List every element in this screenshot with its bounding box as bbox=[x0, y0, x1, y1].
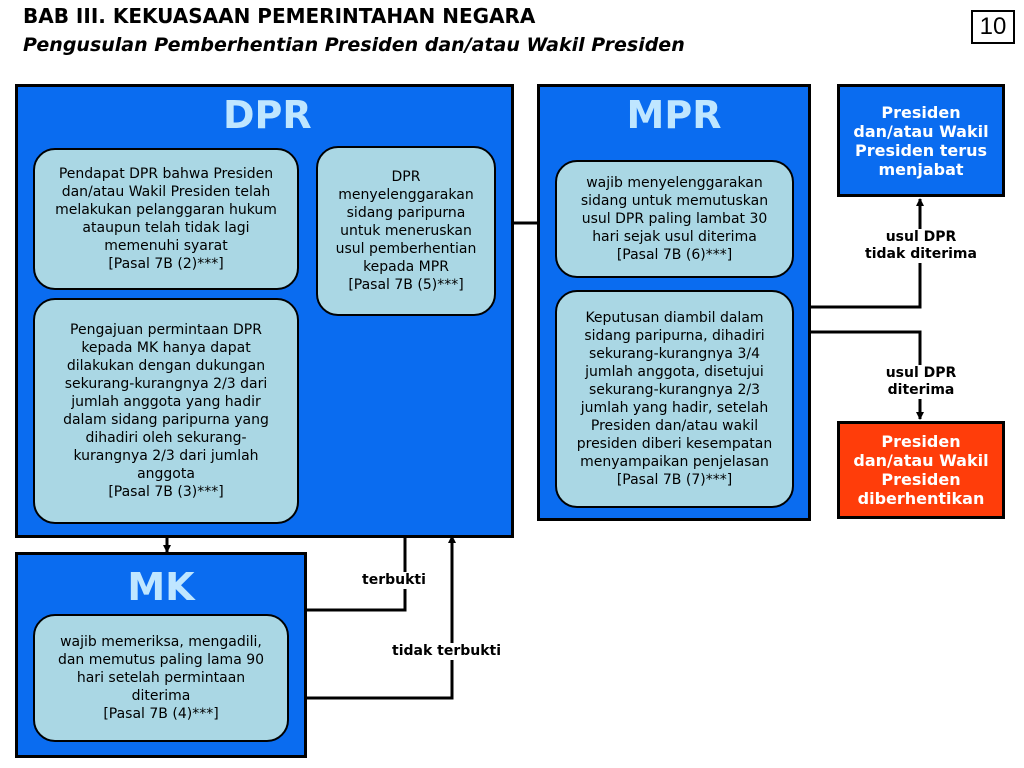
label-rejected-line: usul DPR bbox=[885, 229, 957, 245]
mpr-decision-line: menyampaikan penjelasan bbox=[580, 454, 769, 470]
dpr-opinion-line: dan/atau Wakil Presiden telah bbox=[61, 184, 271, 200]
mk-duty-box: wajib memeriksa, mengadili, dan memutus … bbox=[33, 614, 289, 742]
dpr-plenary-line: DPR bbox=[391, 169, 421, 185]
outcome-continue-line: dan/atau Wakil bbox=[853, 121, 989, 141]
outcome-continue-line: Presiden terus bbox=[854, 140, 988, 160]
dpr-submission-line: Pengajuan permintaan DPR bbox=[70, 322, 262, 338]
label-rejected-line: tidak diterima bbox=[865, 246, 977, 262]
dpr-plenary-box: DPR menyelenggarakan sidang paripurna un… bbox=[316, 146, 496, 316]
dpr-plenary-line: menyelenggarakan bbox=[338, 187, 474, 203]
dpr-opinion-line: ataupun telah tidak lagi bbox=[82, 220, 250, 236]
mpr-decision-line: [Pasal 7B (7)***] bbox=[616, 472, 733, 488]
dpr-title: DPR bbox=[223, 93, 312, 137]
mpr-obligation-line: wajib menyelenggarakan bbox=[586, 175, 763, 191]
mk-duty-line: hari setelah permintaan bbox=[76, 670, 246, 686]
dpr-plenary-line: [Pasal 7B (5)***] bbox=[348, 277, 464, 293]
page-subtitle: Pengusulan Pemberhentian Presiden dan/at… bbox=[23, 34, 685, 56]
mpr-decision-line: sekurang-kurangnya 2/3 bbox=[589, 382, 760, 398]
outcome-dismissed-line: Presiden bbox=[881, 470, 961, 489]
label-accepted: usul DPR diterima bbox=[866, 365, 976, 399]
dpr-opinion-line: melakukan pelanggaran hukum bbox=[55, 202, 277, 218]
dpr-submission-line: sekurang-kurangnya 2/3 dari bbox=[64, 376, 268, 392]
outcome-dismissed-line: diberhentikan bbox=[857, 489, 985, 508]
mpr-decision-line: jumlah yang hadir, setelah bbox=[580, 400, 769, 416]
dpr-submission-line: jumlah anggota yang hadir bbox=[71, 394, 261, 410]
dpr-submission-line: dalam sidang paripurna yang bbox=[63, 412, 269, 428]
dpr-plenary-line: usul pemberhentian bbox=[335, 241, 477, 257]
mk-title: MK bbox=[127, 565, 195, 609]
dpr-submission-line: kepada MK hanya dapat bbox=[81, 340, 251, 356]
outcome-dismissed-line: Presiden bbox=[881, 432, 961, 451]
mk-duty-line: diterima bbox=[131, 688, 191, 704]
dpr-submission-line: kurangnya 2/3 dari jumlah bbox=[73, 448, 259, 464]
dpr-plenary-line: sidang paripurna bbox=[346, 205, 466, 221]
dpr-plenary-line: untuk meneruskan bbox=[340, 223, 472, 239]
outcome-dismissed-line: dan/atau Wakil bbox=[853, 451, 989, 470]
mpr-decision-box: Keputusan diambil dalam sidang paripurna… bbox=[555, 290, 794, 508]
arrow-not-proven bbox=[306, 535, 456, 700]
mpr-obligation-box: wajib menyelenggarakan sidang untuk memu… bbox=[555, 160, 794, 278]
mpr-decision-line: sekurang-kurangnya 3/4 bbox=[589, 346, 760, 362]
label-accepted-line: diterima bbox=[887, 382, 955, 398]
dpr-opinion-box: Pendapat DPR bahwa Presiden dan/atau Wak… bbox=[33, 148, 299, 290]
outcome-continue-line: menjabat bbox=[878, 159, 964, 179]
mpr-title: MPR bbox=[626, 93, 722, 137]
mk-duty-line: wajib memeriksa, mengadili, bbox=[60, 634, 262, 650]
mpr-obligation-line: usul DPR paling lambat 30 bbox=[581, 211, 768, 227]
dpr-submission-line: dilakukan dengan dukungan bbox=[66, 358, 266, 374]
label-proven: terbukti bbox=[362, 572, 426, 589]
mpr-decision-line: sidang paripurna, dihadiri bbox=[584, 328, 765, 344]
outcome-continue-box: Presiden dan/atau Wakil Presiden terus m… bbox=[837, 84, 1005, 197]
mpr-decision-line: Presiden dan/atau wakil bbox=[590, 418, 759, 434]
mk-duty-line: dan memutus paling lama 90 bbox=[57, 652, 265, 668]
page-number: 10 bbox=[971, 10, 1015, 44]
mpr-obligation-line: sidang untuk memutuskan bbox=[580, 193, 769, 209]
dpr-plenary-line: kepada MPR bbox=[363, 259, 449, 275]
mk-duty-line: [Pasal 7B (4)***] bbox=[103, 706, 219, 722]
dpr-submission-line: [Pasal 7B (3)***] bbox=[108, 484, 224, 500]
mpr-obligation-line: hari sejak usul diterima bbox=[592, 229, 757, 245]
page-title: BAB III. KEKUASAAN PEMERINTAHAN NEGARA bbox=[23, 4, 536, 28]
outcome-dismissed-box: Presiden dan/atau Wakil Presiden diberhe… bbox=[837, 421, 1005, 519]
dpr-submission-line: dihadiri oleh sekurang- bbox=[85, 430, 247, 446]
dpr-opinion-line: [Pasal 7B (2)***] bbox=[108, 256, 224, 272]
dpr-opinion-line: memenuhi syarat bbox=[104, 238, 228, 254]
mpr-obligation-line: [Pasal 7B (6)***] bbox=[616, 247, 733, 263]
mpr-decision-line: jumlah anggota, disetujui bbox=[585, 364, 764, 380]
mpr-decision-line: presiden diberi kesempatan bbox=[576, 436, 773, 452]
mpr-decision-line: Keputusan diambil dalam bbox=[585, 310, 764, 326]
dpr-submission-line: anggota bbox=[137, 466, 195, 482]
outcome-continue-line: Presiden bbox=[881, 102, 961, 122]
dpr-opinion-line: Pendapat DPR bahwa Presiden bbox=[58, 166, 274, 182]
label-accepted-line: usul DPR bbox=[885, 365, 957, 381]
label-not-proven: tidak terbukti bbox=[392, 643, 502, 660]
label-rejected: usul DPR tidak diterima bbox=[856, 229, 986, 263]
dpr-submission-box: Pengajuan permintaan DPR kepada MK hanya… bbox=[33, 298, 299, 524]
